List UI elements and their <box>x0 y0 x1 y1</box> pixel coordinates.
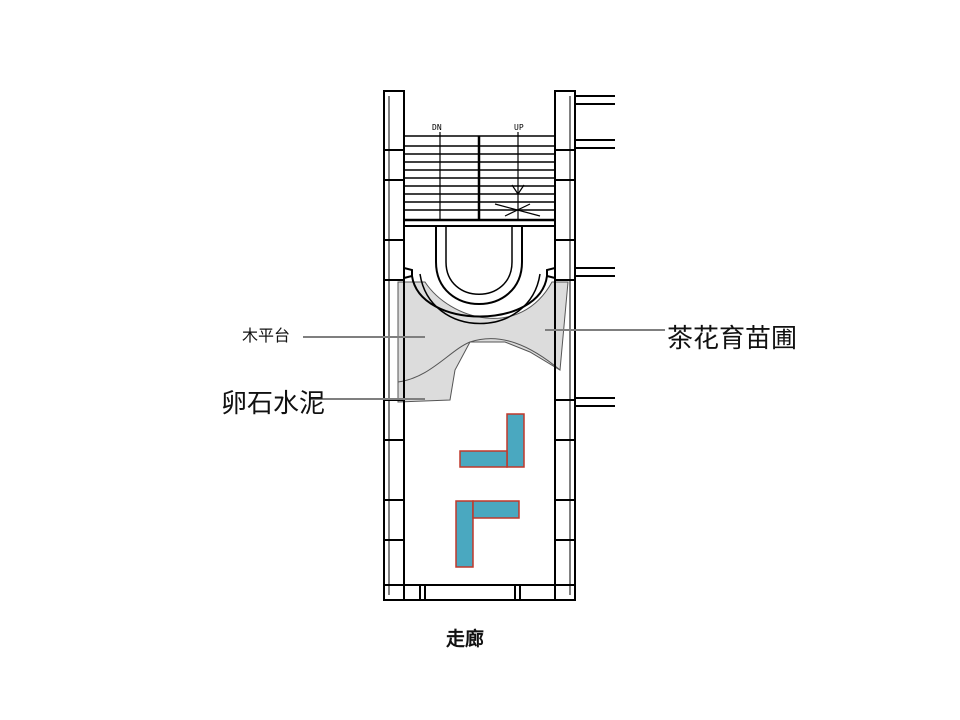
stair-treads <box>404 135 555 227</box>
pebble-concrete-label: 卵石水泥 <box>221 389 326 419</box>
leader-lines <box>303 329 665 400</box>
wood-deck-label: 木平台 <box>242 326 291 345</box>
side-beams <box>575 95 615 407</box>
bench-upper <box>459 413 525 468</box>
camellia-nursery-label: 茶花育苗圃 <box>667 324 798 354</box>
pebble-boundary <box>397 338 561 383</box>
wood-deck-area <box>397 281 569 403</box>
stair-landing <box>403 226 556 325</box>
corridor-label: 走廊 <box>446 628 485 650</box>
stair-down-label: DN <box>432 123 442 132</box>
stair-up-label: UP <box>514 123 524 132</box>
stair-direction-arrow <box>439 132 541 220</box>
bottom-wall <box>384 584 575 601</box>
bench-lower <box>455 500 520 568</box>
